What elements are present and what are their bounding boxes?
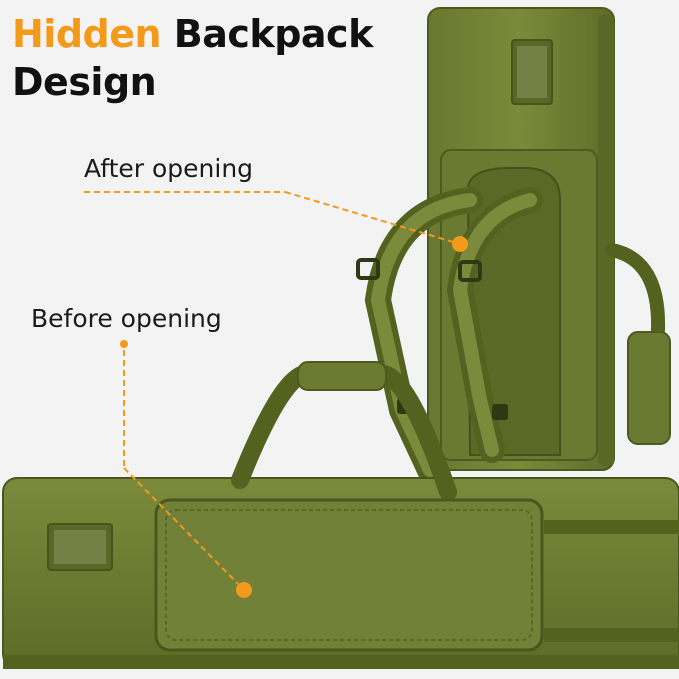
carry-handle [231, 365, 457, 501]
upright-case [356, 7, 671, 483]
headline-rest: Backpack [173, 12, 374, 56]
after-marker-dot [452, 236, 468, 252]
before-marker-dot [236, 582, 252, 598]
front-pocket [154, 498, 544, 652]
callout-before [120, 340, 252, 598]
shoulder-pad [627, 331, 671, 445]
headline-accent: Hidden [12, 12, 162, 56]
headline-line2: Design [12, 60, 157, 104]
callout-after [84, 191, 468, 252]
headline: Hidden Backpack Design [12, 10, 373, 106]
flat-case [2, 361, 679, 669]
before-opening-label: Before opening [31, 304, 222, 333]
after-opening-label: After opening [84, 154, 254, 183]
